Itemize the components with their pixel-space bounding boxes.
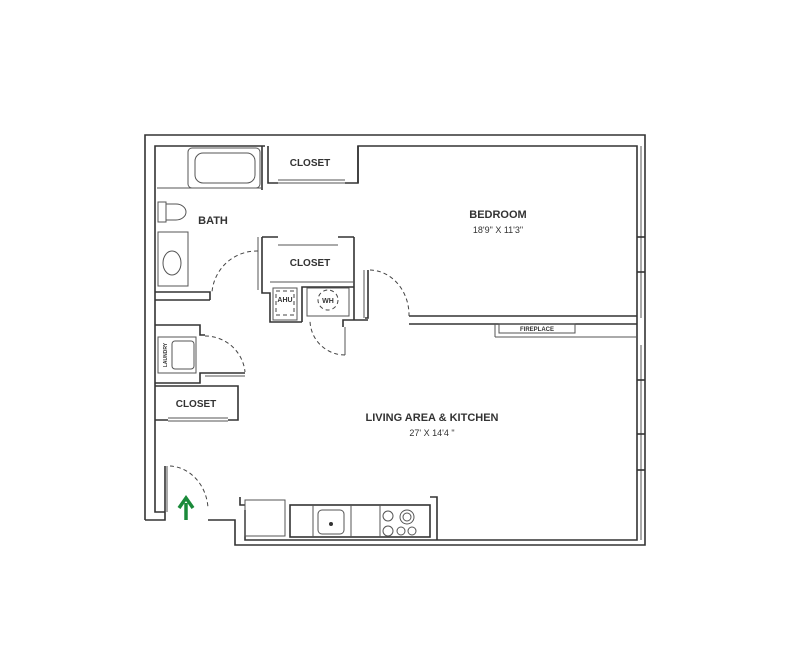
label-living: LIVING AREA & KITCHEN [365, 412, 498, 424]
arrow-up-icon [177, 494, 195, 520]
exterior-wall-outer [144, 134, 646, 546]
stove-icon [382, 509, 417, 537]
entry-door[interactable] [166, 465, 209, 512]
vanity-icon [157, 231, 189, 287]
laundry-walls [155, 324, 246, 422]
left-bottom-wall [145, 466, 166, 521]
label-ahu: AHU [277, 297, 292, 304]
sink-icon [317, 509, 345, 535]
label-bath: BATH [198, 215, 228, 227]
fireplace-box [498, 323, 576, 334]
label-wh: WH [322, 298, 334, 305]
kitchen [239, 496, 438, 540]
bath-walls [155, 146, 263, 301]
label-closet-top: CLOSET [290, 158, 331, 169]
label-bedroom-dims: 18'9" X 11'3" [473, 225, 523, 235]
dishwasher-icon [244, 499, 286, 537]
counter [289, 504, 431, 538]
toilet-icon [157, 201, 187, 223]
label-fireplace: FIREPLACE [520, 327, 554, 333]
label-laundry: LAUNDRY [163, 342, 169, 367]
top-closet [267, 146, 359, 184]
core-walls [211, 236, 368, 356]
label-closet-middle: CLOSET [290, 258, 331, 269]
windows [637, 146, 645, 540]
bedroom-wall [363, 269, 637, 338]
label-living-dims: 27' X 14'4 " [409, 428, 454, 438]
label-bedroom: BEDROOM [469, 209, 526, 221]
label-closet-bottom: CLOSET [176, 399, 217, 410]
